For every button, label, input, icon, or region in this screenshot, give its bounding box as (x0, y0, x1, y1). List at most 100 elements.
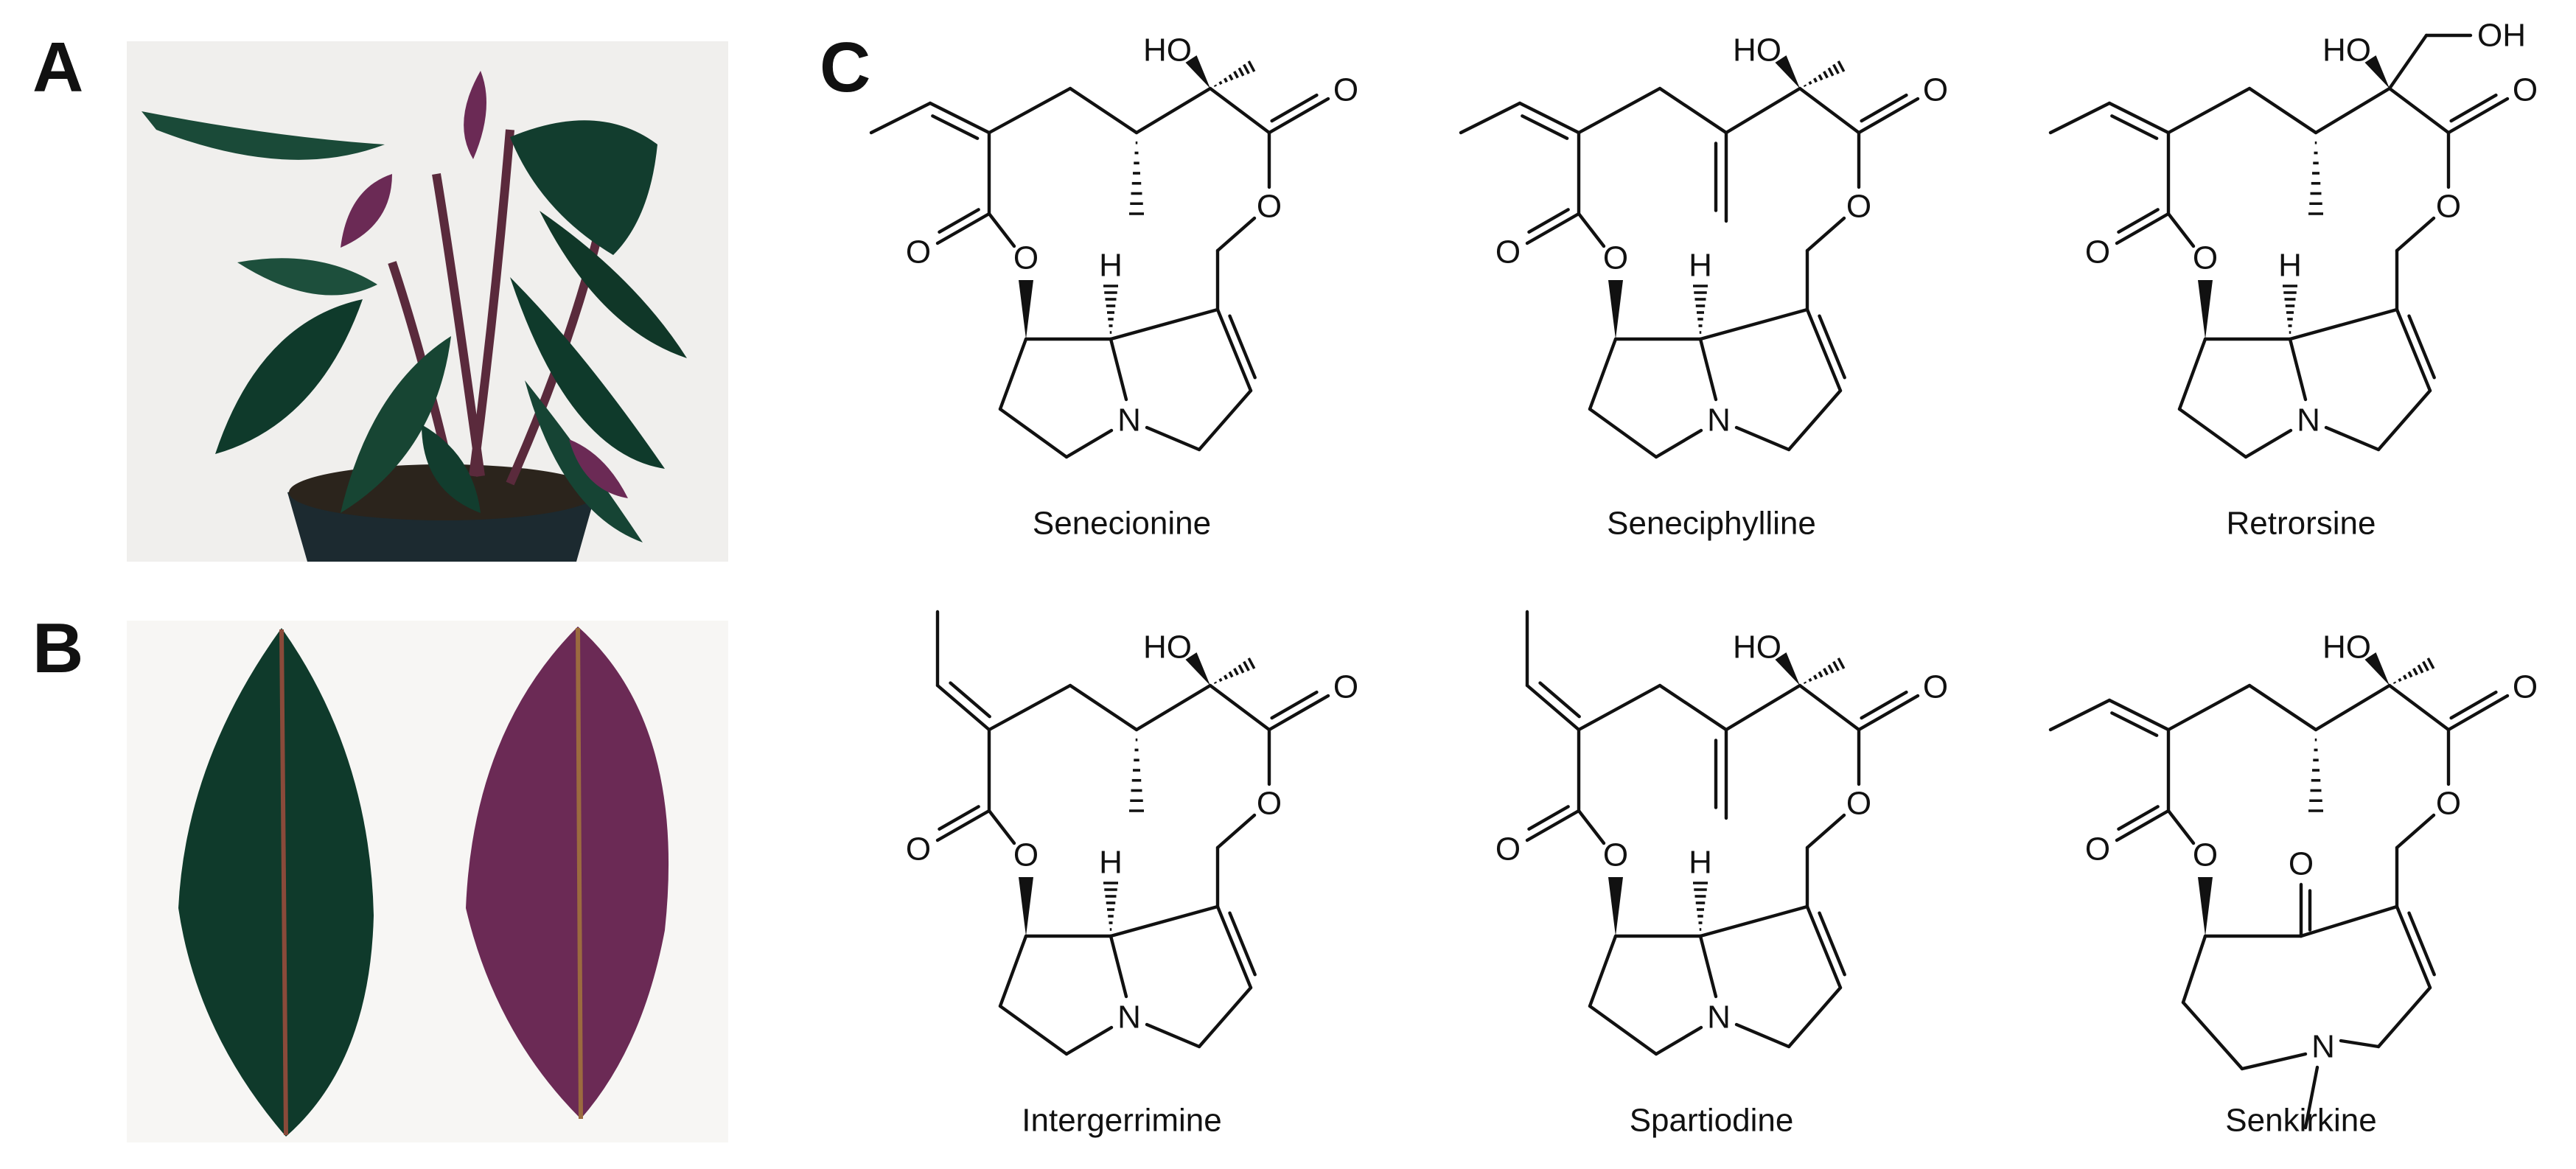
bond (1734, 425, 1791, 452)
bond (2449, 690, 2498, 720)
panel-label-c: C (820, 28, 871, 107)
bond (938, 208, 980, 234)
bond (2299, 904, 2399, 938)
bond (2288, 337, 2308, 402)
bond (998, 1004, 1069, 1056)
wedge-bond (2198, 280, 2213, 339)
hydrogen-label: H (2278, 248, 2302, 284)
bond (2407, 314, 2436, 380)
bond (2395, 307, 2432, 393)
bond (1208, 683, 1271, 732)
bond (1215, 904, 1253, 990)
oxygen-label: O (2436, 786, 2461, 822)
hashed-bond (1818, 671, 1823, 678)
nitrogen-label: N (1707, 402, 1731, 439)
bond (2240, 1052, 2308, 1071)
hashed-bond (1803, 84, 1807, 87)
bond (2324, 425, 2381, 452)
oxygen-label: O (1846, 189, 1871, 225)
hydrogen-label: H (1099, 248, 1123, 284)
bond (987, 683, 1072, 732)
wedge-bond (1185, 55, 1210, 88)
hashed-bond (1823, 667, 1829, 676)
bond (2177, 337, 2207, 411)
oxygen-label: O (1603, 837, 1628, 873)
hashed-bond (2407, 671, 2413, 678)
bond (2395, 216, 2436, 253)
hashed-bond (1238, 664, 1245, 674)
hashed-bond (1223, 77, 1229, 83)
bond (1818, 314, 1846, 380)
oxygen-label: O (1495, 831, 1521, 868)
bond (2107, 101, 2171, 135)
oxygen-label: O (1257, 786, 1282, 822)
nitrogen-label: N (1707, 999, 1731, 1036)
bond (869, 101, 932, 135)
hydrogen-label: H (1099, 845, 1123, 881)
hashed-bond (1812, 674, 1818, 680)
hashed-bond (2402, 674, 2408, 680)
hashed-bond (1837, 60, 1846, 72)
bond (1208, 86, 1271, 135)
compound-name: Senecionine (1033, 506, 1211, 542)
hashed-bond (1233, 70, 1239, 79)
hashed-bond (1213, 681, 1218, 684)
bond (1068, 86, 1139, 135)
hashed-bond (1832, 660, 1840, 671)
bond (1805, 307, 1843, 393)
bond (2395, 904, 2432, 990)
hashed-bond (1247, 657, 1256, 669)
bond (1698, 934, 1718, 999)
hydroxyl-label: HO (2322, 32, 2371, 69)
bond (1521, 114, 1569, 140)
oxygen-label: O (2085, 234, 2110, 271)
bond (949, 681, 991, 719)
oxygen-label: O (2193, 240, 2218, 276)
bond (2314, 683, 2392, 732)
bond (931, 114, 980, 140)
wedge-bond (2364, 652, 2390, 685)
bond (1109, 337, 1128, 402)
oxygen-label: O (2513, 669, 2538, 705)
bond (2166, 683, 2252, 732)
bond (1698, 307, 1809, 341)
wedge-bond (2364, 55, 2390, 88)
compound-name: Intergerrimine (1022, 1103, 1221, 1139)
hashed-bond (1238, 67, 1245, 77)
bond (1527, 208, 1570, 234)
bond (1588, 1004, 1658, 1056)
hashed-bond (1218, 80, 1223, 86)
hashed-bond (1803, 681, 1807, 684)
bond (1654, 428, 1703, 459)
bond (2110, 114, 2159, 140)
bond (2166, 809, 2196, 845)
bond (1527, 805, 1570, 831)
bond (1798, 683, 1861, 732)
wedge-bond (1019, 280, 1033, 339)
hydrogen-label: H (1689, 845, 1712, 881)
bond (987, 212, 1016, 248)
bond (1805, 216, 1846, 253)
bond (1459, 101, 1522, 135)
hashed-bond (1243, 63, 1250, 74)
bond (1588, 407, 1658, 459)
hydroxyl-label: HO (1733, 629, 1781, 666)
nitrogen-label: N (1117, 402, 1141, 439)
hashed-bond (2398, 677, 2402, 683)
wedge-bond (1775, 55, 1800, 88)
bond (1577, 86, 1662, 135)
compound-name: Seneciphylline (1607, 506, 1816, 542)
plant-photo (127, 41, 728, 562)
bond (1197, 388, 1253, 452)
hashed-bond (1228, 671, 1234, 678)
hashed-bond (2417, 664, 2424, 674)
panel-label-a: A (32, 28, 84, 107)
oxygen-label: O (1846, 786, 1871, 822)
bond (2387, 683, 2451, 732)
nitrogen-label: N (2311, 1029, 2335, 1065)
bond (998, 407, 1069, 459)
